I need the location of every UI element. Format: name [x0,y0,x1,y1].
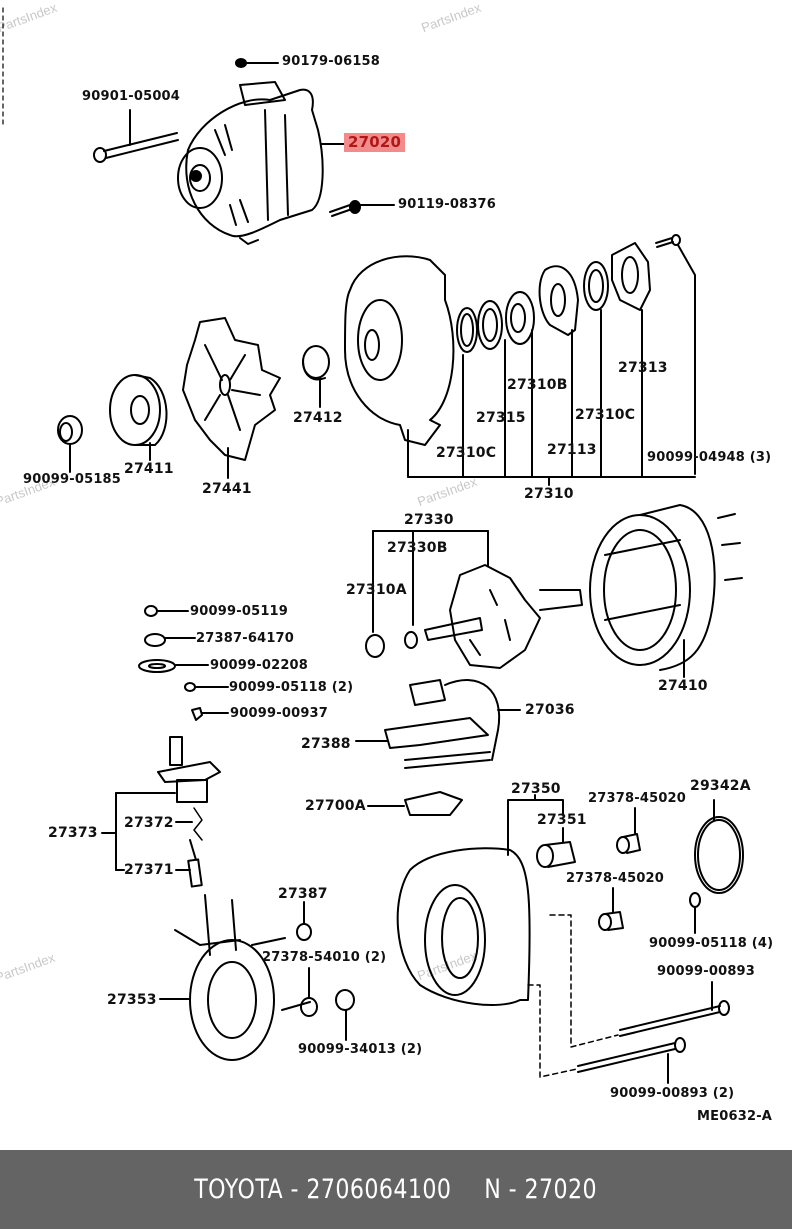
part-label-27371[interactable]: 27371 [124,862,174,878]
footer-ref: N [484,1174,502,1205]
footer-separator: - [509,1174,518,1205]
rotor-drawing [450,565,582,668]
part-label-27387-64170[interactable]: 27387-64170 [196,631,295,646]
part-label-27388[interactable]: 27388 [301,736,351,752]
footer-bar: TOYOTA - 2706064100 N - 27020 [0,1150,792,1229]
part-label-27353[interactable]: 27353 [107,992,157,1008]
part-label-90179-06158[interactable]: 90179-06158 [282,54,381,69]
part-label-27378-45020[interactable]: 27378-45020 [588,791,687,806]
part-label-27313[interactable]: 27313 [618,360,668,376]
part-label-27410[interactable]: 27410 [658,678,708,694]
part-label-27372[interactable]: 27372 [124,815,174,831]
part-label-27412[interactable]: 27412 [293,410,343,426]
part-label-27315[interactable]: 27315 [476,410,526,426]
part-label-27330B[interactable]: 27330B [387,540,448,556]
part-label-90099-05118-2[interactable]: 90099-05118 (2) [229,680,354,695]
part-label-90099-05118-4[interactable]: 90099-05118 (4) [649,936,774,951]
part-label-27350[interactable]: 27350 [511,781,561,797]
pulley-drawing [110,375,166,445]
part-label-90099-34013[interactable]: 90099-34013 (2) [298,1042,423,1057]
part-label-90099-00893[interactable]: 90099-00893 [657,964,756,979]
part-label-90099-05185[interactable]: 90099-05185 [23,472,122,487]
part-label-27378-45020[interactable]: 27378-45020 [566,871,665,886]
part-label-90119-08376[interactable]: 90119-08376 [398,197,497,212]
part-label-90099-05119[interactable]: 90099-05119 [190,604,289,619]
footer-ref-number: 27020 [524,1174,598,1205]
drive-end-frame-drawing [345,256,453,445]
part-label-27036[interactable]: 27036 [525,702,575,718]
part-label-27378-54010[interactable]: 27378-54010 (2) [262,950,387,965]
part-label-27113[interactable]: 27113 [547,442,597,458]
part-label-29342A[interactable]: 29342A [690,778,751,794]
part-label-27411[interactable]: 27411 [124,461,174,477]
part-label-90901-05004[interactable]: 90901-05004 [82,89,181,104]
diagram-drawing [0,0,792,1150]
footer-part-number: 2706064100 [306,1174,452,1205]
rectifier-drawing [175,895,310,1060]
footer-caption: TOYOTA - 2706064100 N - 27020 [195,1174,598,1205]
part-label-27351[interactable]: 27351 [537,812,587,828]
diagram-code: ME0632-A [697,1109,773,1124]
part-label-27373[interactable]: 27373 [48,825,98,841]
part-label-27020-highlighted[interactable]: 27020 [344,133,406,152]
part-label-27700A[interactable]: 27700A [305,798,366,814]
part-label-90099-04948[interactable]: 90099-04948 (3) [647,450,772,465]
part-label-27310C[interactable]: 27310C [575,407,636,423]
part-label-27310C[interactable]: 27310C [436,445,497,461]
part-label-27441[interactable]: 27441 [202,481,252,497]
rear-end-frame-drawing [398,848,530,1005]
parts-diagram: PartsIndex PartsIndex PartsIndex PartsIn… [0,0,792,1150]
footer-brand: TOYOTA [194,1174,284,1205]
part-label-27310A[interactable]: 27310A [346,582,407,598]
part-label-27330[interactable]: 27330 [404,512,454,528]
part-label-27310B[interactable]: 27310B [507,377,568,393]
fan-drawing [183,318,280,460]
part-label-90099-02208[interactable]: 90099-02208 [210,658,309,673]
alternator-assembly-drawing [178,82,323,244]
part-label-27310[interactable]: 27310 [524,486,574,502]
part-label-90099-00893-2[interactable]: 90099-00893 (2) [610,1086,735,1101]
stator-drawing [590,505,742,670]
footer-separator: - [290,1174,300,1205]
part-label-90099-00937[interactable]: 90099-00937 [230,706,329,721]
part-label-27387[interactable]: 27387 [278,886,328,902]
